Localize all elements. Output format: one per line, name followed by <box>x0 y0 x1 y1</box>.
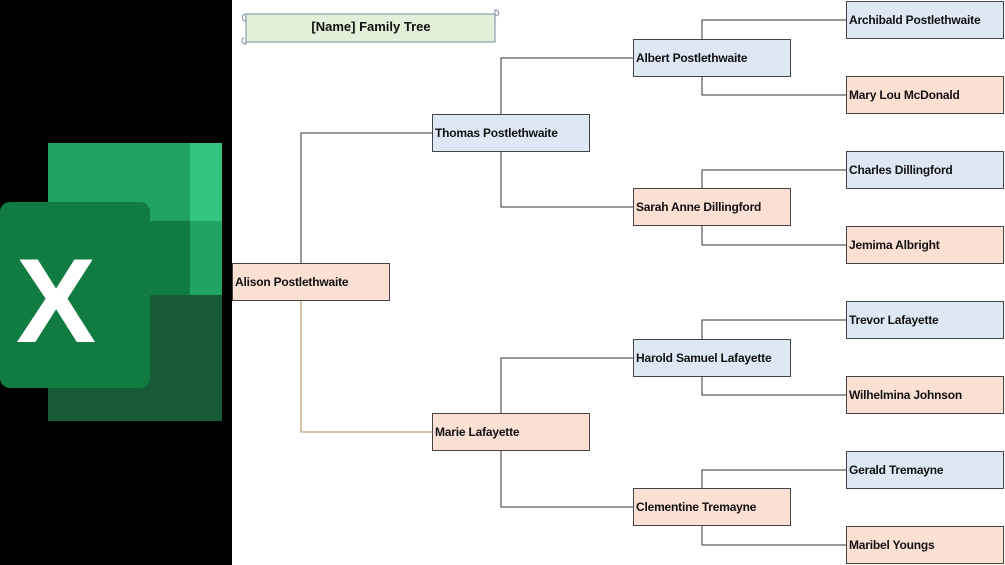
left-panel: X <box>0 0 232 565</box>
person-box-p13[interactable]: Gerald Tremayne <box>846 451 1004 489</box>
person-name: Jemima Albright <box>849 238 940 252</box>
person-box-p10[interactable]: Jemima Albright <box>846 226 1004 264</box>
person-box-p4[interactable]: Sarah Anne Dillingford <box>633 188 791 226</box>
person-name: Sarah Anne Dillingford <box>636 200 762 214</box>
person-name: Maribel Youngs <box>849 538 935 552</box>
connector-p0-mother <box>300 301 432 433</box>
excel-icon-back-top-right <box>190 143 222 221</box>
person-box-p2[interactable]: Marie Lafayette <box>432 413 590 451</box>
person-name: Trevor Lafayette <box>849 313 939 327</box>
person-box-p3[interactable]: Albert Postlethwaite <box>633 39 791 77</box>
connector-p6-mother <box>701 526 846 546</box>
connector-p2-mother <box>500 451 633 508</box>
connector-p5-mother <box>701 377 846 396</box>
person-box-p5[interactable]: Harold Samuel Lafayette <box>633 339 791 377</box>
person-box-p0[interactable]: Alison Postlethwaite <box>232 263 390 301</box>
person-name: Charles Dillingford <box>849 163 953 177</box>
excel-icon-back-mid-right <box>190 221 222 295</box>
scroll-left-curl <box>241 13 247 45</box>
excel-icon-letter: X <box>16 234 96 368</box>
person-name: Albert Postlethwaite <box>636 51 748 65</box>
excel-icon-front <box>0 202 150 388</box>
connector-p5-father <box>701 319 846 339</box>
person-box-p9[interactable]: Charles Dillingford <box>846 151 1004 189</box>
connector-p2-father <box>500 357 633 413</box>
page-title: [Name] Family Tree <box>311 18 431 34</box>
connector-p6-father <box>701 469 846 488</box>
connector-p4-father <box>701 169 846 188</box>
connector-p4-mother <box>701 226 846 246</box>
person-box-p8[interactable]: Mary Lou McDonald <box>846 76 1004 114</box>
connector-p3-father <box>701 19 846 39</box>
person-name: Clementine Tremayne <box>636 500 757 514</box>
connector-p0-father <box>300 132 432 263</box>
person-box-p12[interactable]: Wilhelmina Johnson <box>846 376 1004 414</box>
person-box-p11[interactable]: Trevor Lafayette <box>846 301 1004 339</box>
person-name: Marie Lafayette <box>435 425 520 439</box>
person-name: Alison Postlethwaite <box>235 275 349 289</box>
person-box-p1[interactable]: Thomas Postlethwaite <box>432 114 590 152</box>
person-box-p14[interactable]: Maribel Youngs <box>846 526 1004 564</box>
excel-icon: X <box>0 143 222 421</box>
person-name: Thomas Postlethwaite <box>435 126 558 140</box>
connector-p1-father <box>500 57 633 114</box>
person-name: Gerald Tremayne <box>849 463 944 477</box>
person-box-p7[interactable]: Archibald Postlethwaite <box>846 1 1004 39</box>
person-name: Wilhelmina Johnson <box>849 388 962 402</box>
title-scroll-shape <box>241 9 500 45</box>
scroll-right-curl <box>494 9 500 17</box>
connector-p3-mother <box>701 77 846 96</box>
person-name: Harold Samuel Lafayette <box>636 351 772 365</box>
connector-p1-mother <box>500 152 633 208</box>
person-box-p6[interactable]: Clementine Tremayne <box>633 488 791 526</box>
person-name: Archibald Postlethwaite <box>849 13 981 27</box>
person-name: Mary Lou McDonald <box>849 88 960 102</box>
